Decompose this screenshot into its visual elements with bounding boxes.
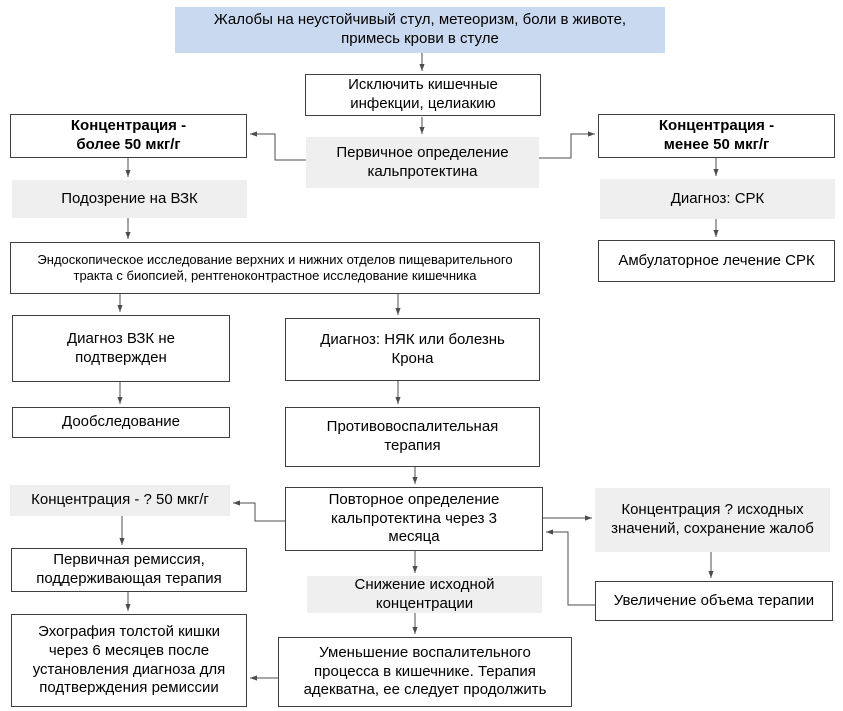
node-concentration-q-initial: Концентрация ? исходных значений, сохран…: [595, 488, 830, 552]
connector-increasetherapy-repeat: [546, 529, 595, 606]
connector-repeat-concq50: [233, 500, 285, 522]
node-concentration-less-50-label: Концентрация - менее 50 мкг/г: [658, 117, 775, 153]
node-decrease-concentration: Снижение исходной концентрации: [307, 576, 542, 613]
node-ibd-not-confirmed: Диагноз ВЗК не подтвержден: [12, 315, 230, 382]
node-echography-label: Эхография толстой кишки через 6 месяцев …: [32, 622, 226, 697]
node-concentration-q-initial-label: Концентрация ? исходных значений, сохран…: [611, 501, 814, 537]
node-repeat-determination-label: Повторное определение кальпротектина чер…: [328, 490, 500, 546]
node-exclude-infections-label: Исключить кишечные инфекции, целиакию: [348, 76, 498, 112]
node-primary-determination: Первичное определение кальпротектина: [306, 137, 539, 188]
connector-primary-concmore: [250, 131, 306, 161]
node-ambulatory-treatment: Амбулаторное лечение СРК: [598, 240, 835, 282]
node-repeat-determination: Повторное определение кальпротектина чер…: [285, 487, 543, 551]
node-diagnosis-uc-crohn-label: Диагноз: НЯК или болезнь Крона: [320, 330, 505, 367]
node-diagnosis-uc-crohn: Диагноз: НЯК или болезнь Крона: [285, 318, 540, 381]
node-increase-therapy-label: Увеличение объема терапии: [613, 591, 815, 609]
node-diagnosis-ibs-label: Диагноз: СРК: [670, 189, 765, 207]
node-diagnosis-ibs: Диагноз: СРК: [600, 179, 835, 219]
node-endoscopy-label: Эндоскопическое исследование верхних и н…: [37, 251, 513, 283]
node-endoscopy: Эндоскопическое исследование верхних и н…: [10, 242, 540, 294]
node-inflammation-reduction-label: Уменьшение воспалительного процесса в ки…: [303, 643, 547, 699]
node-complaints-label: Жалобы на неустойчивый стул, метеоризм, …: [213, 11, 627, 47]
node-primary-remission-label: Первичная ремиссия, поддерживающая терап…: [36, 551, 222, 587]
node-ibd-not-confirmed-label: Диагноз ВЗК не подтвержден: [67, 329, 175, 366]
node-increase-therapy: Увеличение объема терапии: [595, 581, 833, 621]
node-concentration-more-50: Концентрация - более 50 мкг/г: [10, 114, 247, 158]
node-additional-examination: Дообследование: [12, 407, 230, 438]
connector-primary-concless: [539, 131, 595, 159]
node-primary-determination-label: Первичное определение кальпротектина: [336, 143, 509, 180]
node-concentration-q-50: Концентрация - ? 50 мкг/г: [10, 485, 230, 516]
node-inflammation-reduction: Уменьшение воспалительного процесса в ки…: [278, 637, 572, 707]
node-ambulatory-treatment-label: Амбулаторное лечение СРК: [618, 251, 815, 269]
node-complaints: Жалобы на неустойчивый стул, метеоризм, …: [175, 7, 665, 53]
node-anti-inflammatory-therapy-label: Противовоспалительная терапия: [326, 418, 499, 454]
node-concentration-q-50-label: Концентрация - ? 50 мкг/г: [31, 491, 209, 509]
node-suspicion-ibd-label: Подозрение на ВЗК: [61, 189, 198, 207]
node-concentration-less-50: Концентрация - менее 50 мкг/г: [598, 114, 835, 158]
node-primary-remission: Первичная ремиссия, поддерживающая терап…: [11, 548, 247, 592]
node-anti-inflammatory-therapy: Противовоспалительная терапия: [285, 407, 540, 467]
node-exclude-infections: Исключить кишечные инфекции, целиакию: [305, 74, 541, 116]
node-additional-examination-label: Дообследование: [62, 413, 180, 431]
node-decrease-concentration-label: Снижение исходной концентрации: [354, 575, 495, 612]
node-echography: Эхография толстой кишки через 6 месяцев …: [11, 614, 247, 707]
node-suspicion-ibd: Подозрение на ВЗК: [12, 180, 247, 218]
node-concentration-more-50-label: Концентрация - более 50 мкг/г: [70, 117, 187, 153]
